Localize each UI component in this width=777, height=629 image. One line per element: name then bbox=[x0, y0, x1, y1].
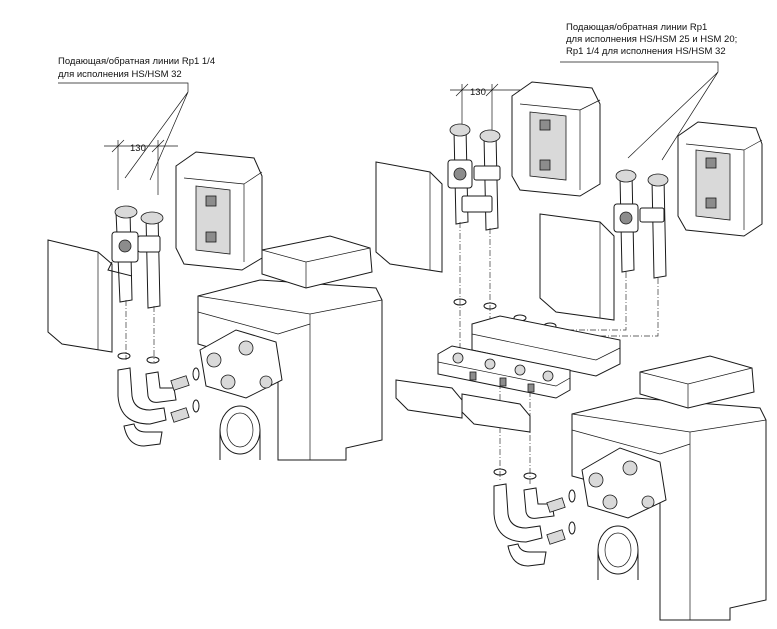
right-pump-group-1 bbox=[447, 123, 501, 231]
right-callout-line-1: Подающая/обратная линии Rp1 bbox=[566, 22, 708, 33]
left-connection-pipe-1 bbox=[117, 367, 167, 425]
left-dimension-line bbox=[104, 139, 178, 195]
left-pump-group bbox=[107, 205, 164, 309]
right-manifold bbox=[437, 345, 571, 399]
right-leader-line bbox=[560, 61, 719, 161]
right-insulation-box-1 bbox=[511, 81, 601, 197]
right-insulation-panel-1 bbox=[375, 161, 443, 273]
right-callout-line-2: для исполнения HS/HSM 25 и HSM 20; bbox=[566, 34, 738, 45]
left-callout-line-2: для исполнения HS/HSM 32 bbox=[58, 69, 182, 80]
right-connection-pipe-1 bbox=[493, 483, 543, 543]
right-lower-insulation-2 bbox=[461, 393, 531, 433]
left-assembly bbox=[47, 82, 383, 461]
left-connection-pipe-2 bbox=[145, 371, 177, 403]
left-dimension-label: 130 bbox=[130, 143, 146, 154]
right-lower-insulation-1 bbox=[395, 379, 463, 419]
left-fittings bbox=[170, 367, 200, 423]
right-insulation-box-2 bbox=[677, 121, 763, 237]
right-dimension-label: 130 bbox=[470, 87, 486, 98]
right-insulation-panel-2 bbox=[539, 213, 615, 321]
right-boiler bbox=[571, 355, 767, 621]
right-dimension-line bbox=[450, 83, 520, 136]
right-pump-group-2 bbox=[613, 169, 669, 279]
left-insulation-box bbox=[175, 151, 263, 271]
left-boiler bbox=[197, 235, 383, 461]
left-leader-line bbox=[58, 82, 189, 181]
right-callout-line-3: Rp1 1/4 для исполнения HS/HSM 32 bbox=[566, 46, 726, 57]
right-fittings bbox=[546, 489, 576, 545]
left-insulation-panel bbox=[47, 239, 113, 353]
right-assembly bbox=[375, 61, 767, 621]
left-callout-line-1: Подающая/обратная линии Rp1 1/4 bbox=[58, 56, 216, 67]
